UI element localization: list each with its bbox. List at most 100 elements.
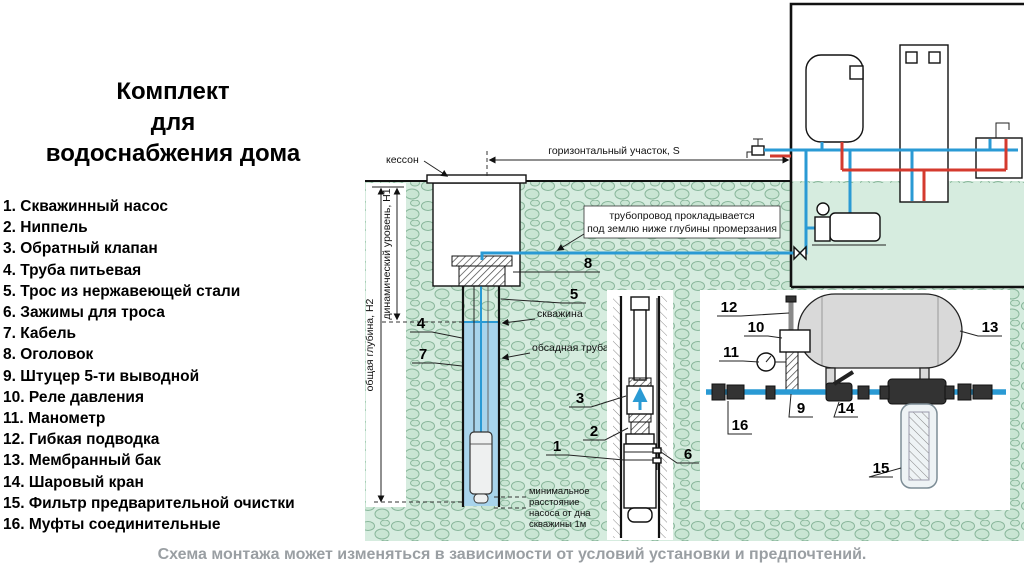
detail-pipe — [633, 309, 647, 381]
pressure-switch — [779, 329, 811, 353]
surface-equipment-inset — [700, 290, 1010, 510]
callout-1: 1 — [546, 438, 625, 461]
coupling-left-b — [726, 384, 745, 400]
legend-item-1: 1. Скважинный насос — [3, 198, 168, 215]
pipeline-note: трубопровод прокладывается под землю ниж… — [556, 205, 781, 251]
legend-item-16: 16. Муфты соединительные — [3, 516, 221, 534]
legend-item-11: 11. Манометр — [3, 410, 106, 428]
svg-text:14: 14 — [838, 400, 855, 417]
legend-item-4: 4. Труба питьевая — [3, 261, 142, 279]
callout-8: 8 — [513, 255, 600, 273]
callout-12: 12 — [717, 299, 790, 317]
legend-item-2: 2. Ниппель — [3, 219, 88, 237]
water-heater — [805, 54, 864, 143]
label-min-4: скважины 1м — [529, 519, 586, 530]
coupling-right-a — [957, 383, 972, 401]
callout-9: 9 — [788, 393, 813, 418]
sink — [975, 122, 1023, 179]
five-way-fitting — [785, 351, 799, 393]
detail-pump-cap — [627, 507, 653, 523]
well — [461, 286, 501, 507]
legend-item-8: 8. Оголовок — [3, 346, 94, 364]
horizontal-section-dimension: горизонтальный участок, S — [486, 145, 790, 176]
title-line-2: для — [150, 109, 196, 136]
svg-text:12: 12 — [721, 299, 738, 316]
legend-item-12: 12. Гибкая подводка — [3, 431, 160, 449]
callout-3: 3 — [569, 390, 627, 408]
label-kesson: кессон — [386, 154, 419, 166]
station-gauge — [816, 202, 830, 216]
min-distance-note: минимальное расстояние насоса от дна скв… — [492, 486, 591, 530]
callout-13: 13 — [959, 319, 1002, 337]
svg-text:13: 13 — [982, 319, 999, 336]
legend-item-10: 10. Реле давления — [3, 388, 144, 406]
wellhead — [451, 255, 513, 287]
pump-detail-inset — [607, 290, 673, 540]
callout-14: 14 — [833, 400, 858, 418]
label-dynamic-level: динамический уровень, Н1 — [381, 188, 393, 319]
legend-item-15: 15. Фильтр предварительной очистки — [3, 494, 295, 512]
label-min-2: расстояние — [529, 497, 580, 508]
label-horizontal-section: горизонтальный участок, S — [548, 145, 680, 157]
svg-text:3: 3 — [576, 390, 584, 407]
callout-10: 10 — [744, 319, 783, 339]
svg-text:1: 1 — [553, 438, 561, 455]
svg-text:8: 8 — [584, 255, 592, 272]
callout-2: 2 — [583, 423, 629, 441]
svg-text:4: 4 — [417, 315, 426, 332]
callout-6: 6 — [660, 446, 699, 464]
title-line-3: водоснабжения дома — [45, 140, 301, 167]
heater-box — [849, 65, 864, 80]
label-pipeline-2: под землю ниже глубины промерзания — [587, 223, 777, 235]
label-min-3: насоса от дна — [529, 508, 591, 519]
legend-list: 1. Скважинный насос 2. Ниппель 3. Обратн… — [3, 196, 295, 535]
label-pipeline-1: трубопровод прокладывается — [609, 210, 754, 222]
kesson-label: кессон — [386, 154, 449, 177]
cable-clamp-2 — [652, 457, 662, 464]
coupling-left-a — [711, 383, 726, 401]
filter-head — [887, 378, 947, 405]
callouts: 1 2 3 4 5 6 7 8 9 10 11 12 13 14 15 16 — [410, 255, 1002, 478]
ball-valve — [825, 382, 853, 402]
valve-handle — [832, 370, 855, 386]
pump-bottom-cap — [473, 493, 489, 504]
depth-dimensions: общая глубина, Н2 динамический уровень, … — [364, 186, 463, 503]
detail-nipple — [630, 421, 650, 435]
well-labels: скважина обсадная труба — [501, 308, 609, 361]
house-outline — [789, 2, 1024, 289]
callout-15: 15 — [868, 460, 902, 478]
check-valve-symbol — [793, 245, 807, 261]
caisson-lid — [426, 174, 527, 184]
outdoor-faucet — [746, 138, 765, 158]
svg-text:10: 10 — [748, 319, 765, 336]
legend-item-6: 6. Зажимы для троса — [3, 304, 165, 322]
pump-station — [793, 202, 886, 261]
legend-item-13: 13. Мембранный бак — [3, 452, 161, 470]
label-min-1: минимальное — [529, 486, 590, 497]
callout-16: 16 — [727, 401, 752, 435]
filter-cartridge — [908, 411, 930, 481]
label-obsadnaya: обсадная труба — [532, 342, 609, 354]
svg-text:16: 16 — [732, 417, 749, 434]
svg-text:15: 15 — [873, 460, 890, 477]
legend-item-7: 7. Кабель — [3, 325, 77, 343]
svg-text:6: 6 — [684, 446, 692, 463]
svg-text:11: 11 — [723, 344, 739, 361]
callout-11: 11 — [719, 344, 760, 363]
svg-text:2: 2 — [590, 423, 598, 440]
sink-faucet — [995, 122, 1010, 138]
borehole-pump — [469, 431, 493, 495]
label-skvazhina: скважина — [537, 308, 583, 320]
label-total-depth: общая глубина, Н2 — [364, 298, 376, 391]
legend-item-3: 3. Обратный клапан — [3, 240, 158, 258]
callout-7: 7 — [412, 346, 463, 367]
svg-text:5: 5 — [570, 286, 578, 303]
footer-note: Схема монтажа может изменяться в зависим… — [157, 546, 867, 563]
legend-item-14: 14. Шаровый кран — [3, 473, 144, 491]
title-line-1: Комплект — [116, 78, 230, 105]
detail-head-fitting — [630, 296, 650, 311]
coupling-right-b — [972, 384, 993, 400]
callout-4: 4 — [410, 315, 463, 339]
